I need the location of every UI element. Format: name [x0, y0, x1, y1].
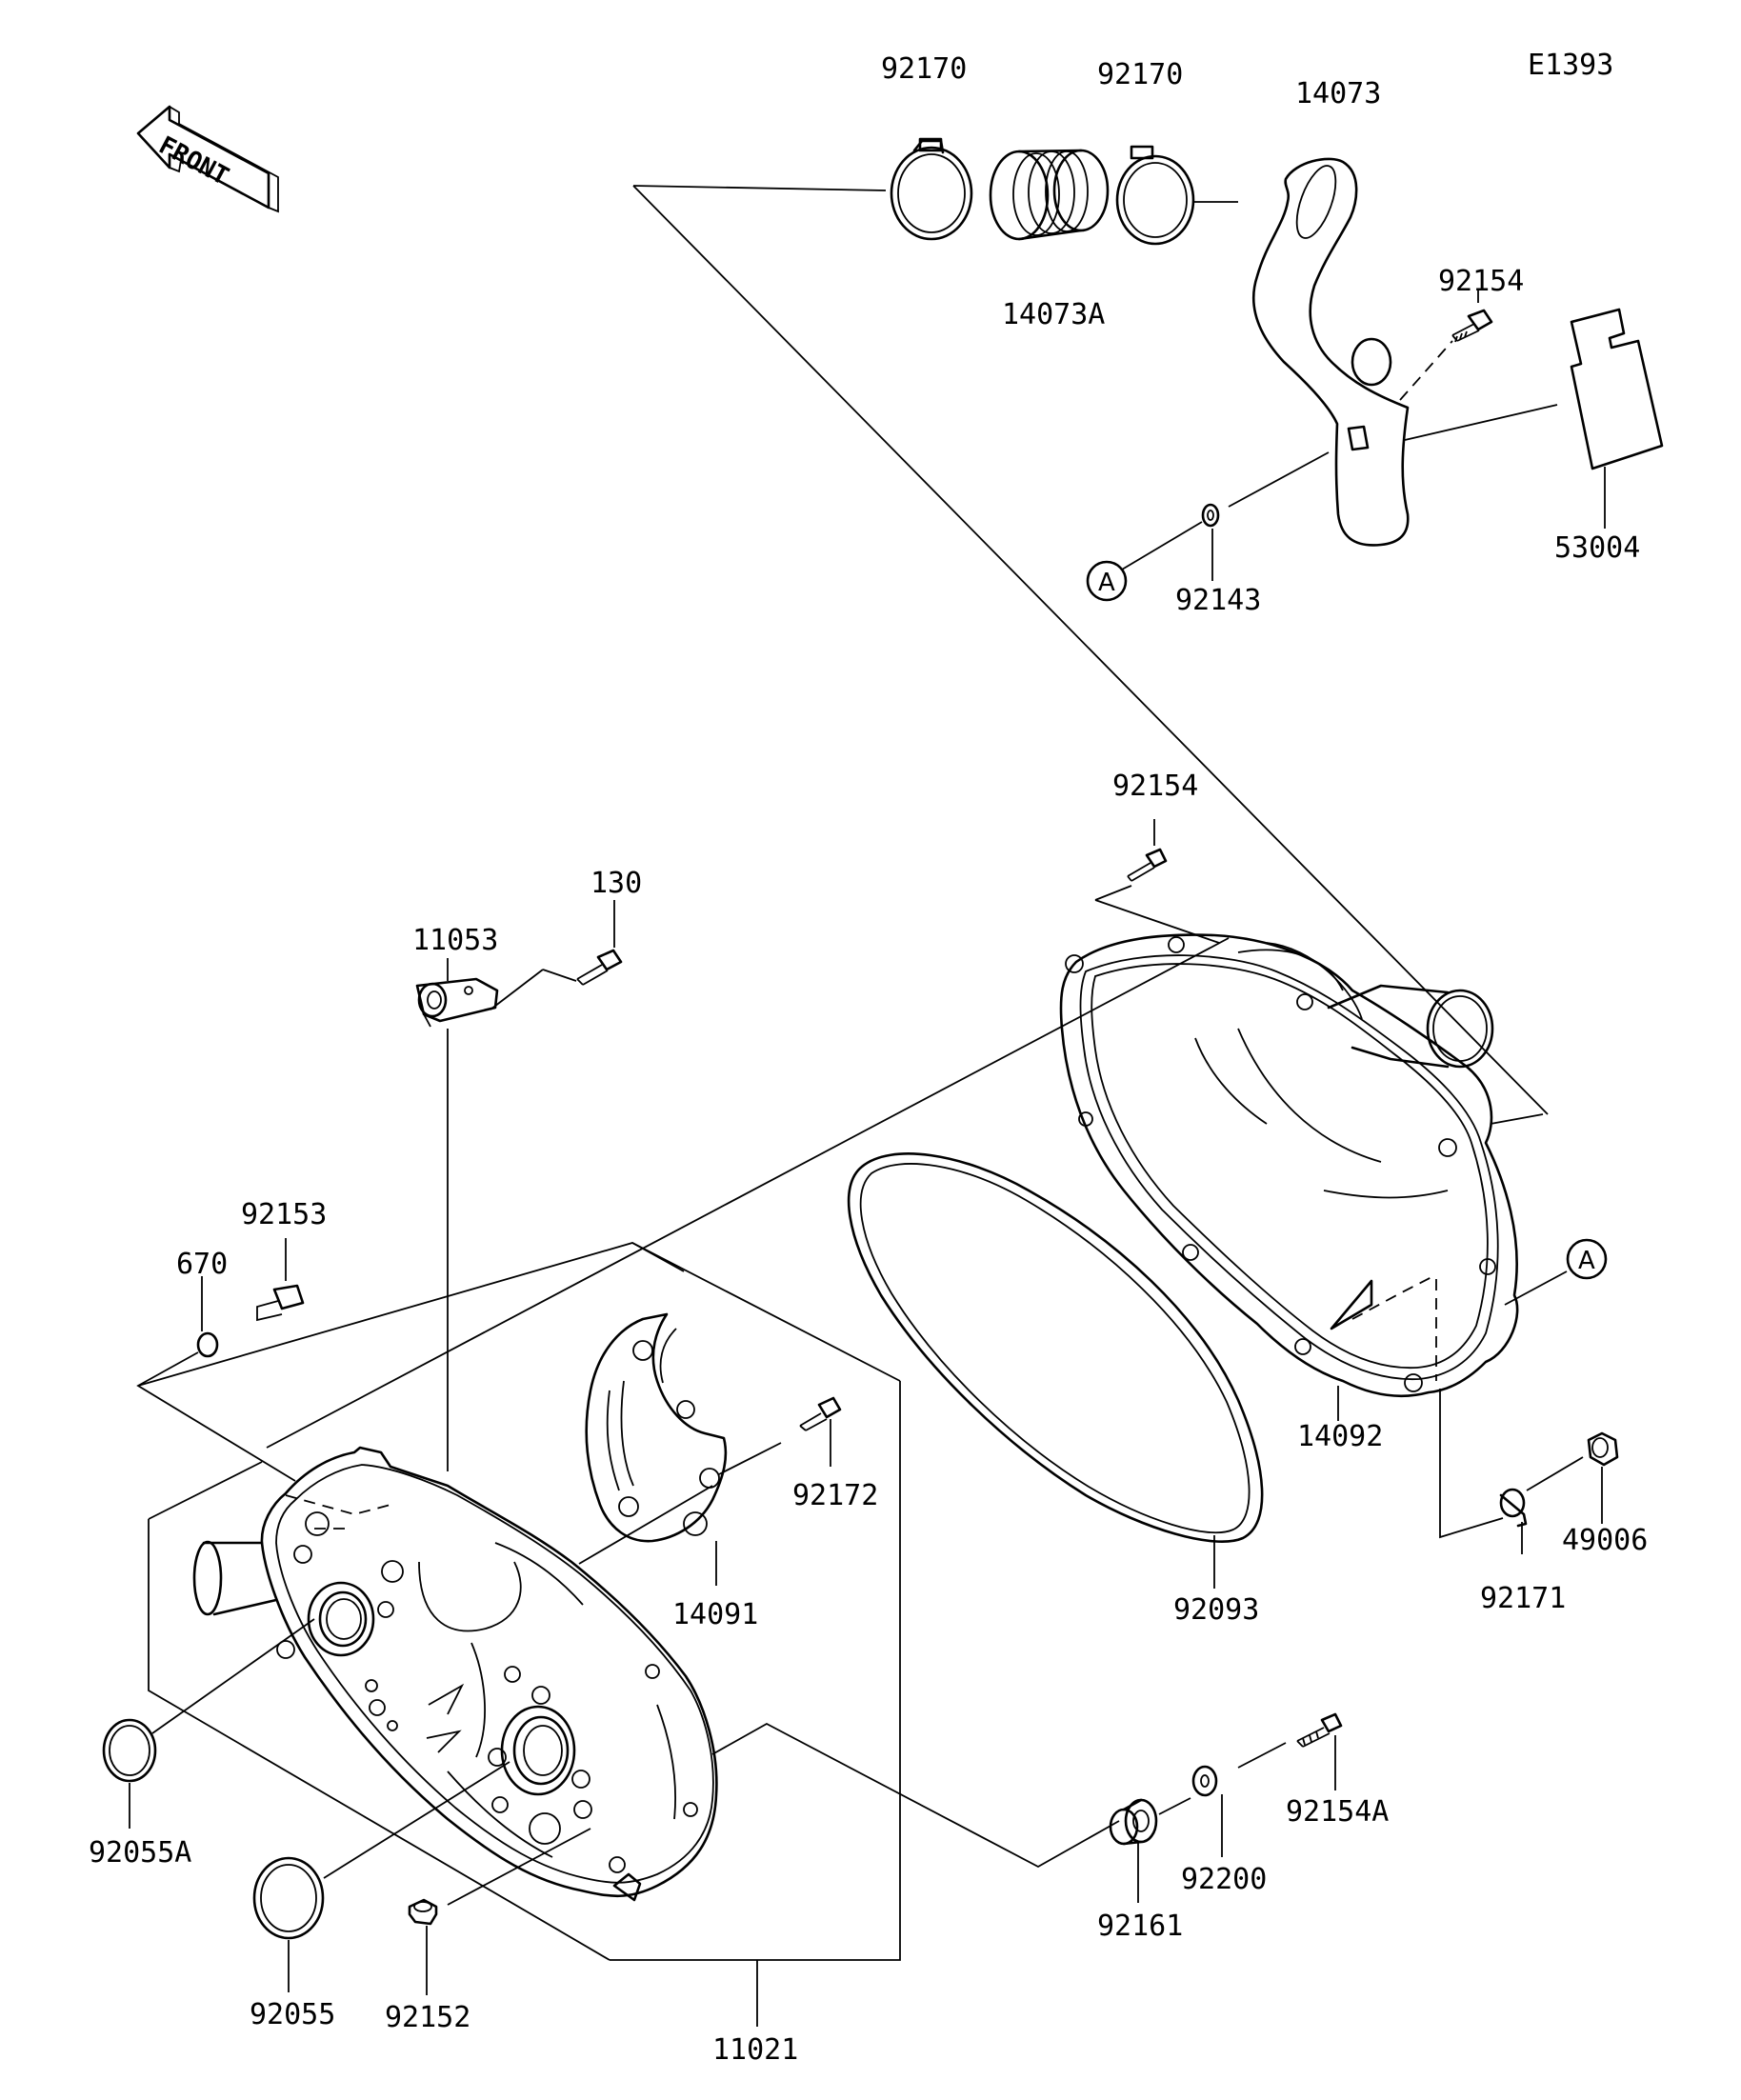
bolt-92172	[799, 1396, 842, 1431]
frame-line	[266, 937, 1230, 1449]
leader-line	[632, 185, 887, 191]
part-label-14092: 14092	[1297, 1420, 1383, 1453]
part-label-11021: 11021	[712, 2033, 798, 2067]
bolt-92153	[256, 1284, 305, 1322]
ref-marker-a-top-label: A	[1098, 569, 1115, 597]
converter-cover-outer	[1059, 933, 1519, 1398]
part-label-670: 670	[176, 1248, 228, 1281]
leader-line	[542, 969, 577, 982]
part-label-92154-middle: 92154	[1112, 770, 1198, 803]
part-label-92170-right: 92170	[1097, 58, 1183, 91]
part-label-14073: 14073	[1295, 77, 1381, 110]
grommet-92161	[1109, 1798, 1158, 1846]
part-label-53004: 53004	[1554, 531, 1640, 565]
bolt-92154a	[1296, 1712, 1343, 1748]
leader-line	[578, 1485, 713, 1565]
front-arrow-icon: FRONT	[136, 105, 279, 213]
dashed-line	[1351, 1275, 1434, 1320]
leader-line	[1504, 1270, 1568, 1306]
dashed-line	[1399, 340, 1453, 401]
converter-cover-inner	[192, 1446, 718, 1902]
washer-92200	[1191, 1765, 1218, 1797]
part-label-92153: 92153	[241, 1198, 327, 1231]
ref-marker-a-top	[1086, 560, 1128, 602]
leader-line	[1121, 521, 1203, 570]
leader-line	[151, 1618, 315, 1734]
part-label-14073a: 14073A	[1002, 298, 1105, 331]
part-label-92152: 92152	[385, 2001, 470, 2034]
frame-line	[610, 1381, 901, 1961]
frame-line	[148, 1461, 263, 1520]
part-label-130: 130	[590, 867, 642, 900]
part-label-92171: 92171	[1480, 1582, 1566, 1615]
part-label-92172: 92172	[792, 1479, 878, 1512]
frame-line	[631, 1242, 685, 1272]
ref-marker-a-bottom	[1566, 1238, 1608, 1280]
diagram-code: E1393	[1528, 49, 1613, 82]
clip-92171	[1499, 1488, 1528, 1528]
dashed-line	[285, 1494, 391, 1515]
cover-plate	[585, 1312, 728, 1543]
leader-line	[1526, 1456, 1584, 1491]
part-label-14091: 14091	[672, 1598, 758, 1631]
part-label-92093: 92093	[1173, 1593, 1259, 1627]
washer-92143	[1201, 503, 1220, 528]
caution-label	[1570, 308, 1664, 470]
leader-line	[1404, 404, 1558, 441]
air-duct	[1251, 157, 1410, 547]
part-label-92055: 92055	[250, 1998, 335, 2031]
leader-line	[711, 1722, 1120, 1869]
plug-92152	[408, 1898, 438, 1926]
leader-line	[718, 1442, 782, 1475]
part-label-92143: 92143	[1175, 584, 1261, 617]
leader-line	[1237, 1742, 1287, 1769]
part-label-92170-left: 92170	[881, 52, 967, 86]
part-label-92154-top: 92154	[1438, 265, 1524, 298]
leader-line	[136, 1351, 296, 1482]
hose-clamp-left	[890, 137, 973, 241]
leader-line	[1158, 1797, 1191, 1815]
part-label-49006: 49006	[1562, 1524, 1648, 1557]
bolt-130	[576, 949, 623, 986]
leader-line	[1094, 885, 1132, 901]
bracket-11053	[415, 977, 499, 1028]
part-label-92055a: 92055A	[89, 1836, 191, 1870]
ring-670	[196, 1331, 219, 1358]
hose-clamp-right	[1115, 145, 1195, 246]
frame-line	[632, 185, 1549, 1115]
leader-line	[447, 1828, 591, 1906]
part-label-92200: 92200	[1181, 1863, 1267, 1896]
leader-line	[323, 1761, 510, 1879]
gasket-ring	[847, 1152, 1264, 1543]
frame-line	[148, 1519, 610, 1961]
bolt-92154-top	[1451, 309, 1493, 343]
o-ring-92055	[252, 1856, 325, 1940]
front-label: FRONT	[154, 131, 233, 191]
part-label-92154a: 92154A	[1286, 1795, 1389, 1829]
leader-line	[1228, 451, 1330, 508]
part-label-92161: 92161	[1097, 1910, 1183, 1943]
leader-line	[1490, 1113, 1544, 1125]
nut-49006	[1587, 1431, 1619, 1467]
bolt-92154-middle	[1127, 848, 1168, 882]
hose-coupler	[989, 149, 1110, 241]
leader-line	[490, 969, 544, 1010]
o-ring-92055a	[102, 1718, 157, 1783]
part-label-11053: 11053	[412, 924, 498, 957]
leader-line	[1439, 1389, 1504, 1539]
ref-marker-a-bottom-label: A	[1578, 1247, 1595, 1275]
